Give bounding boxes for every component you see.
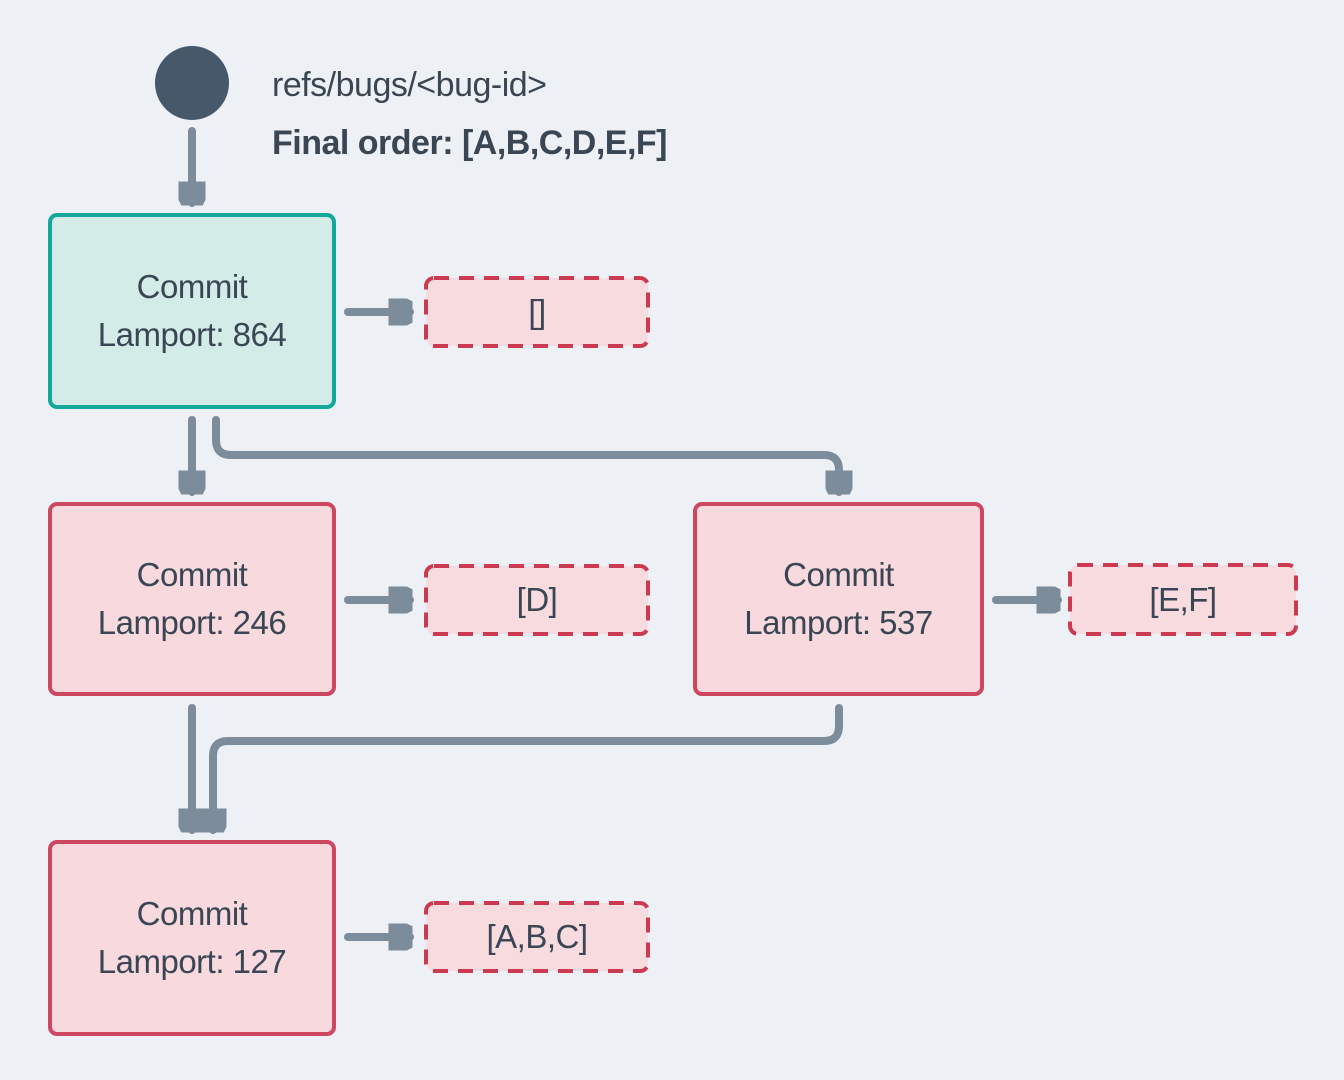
payload-node-abc: [A,B,C]: [424, 901, 650, 973]
dashed-border: [424, 276, 650, 348]
dashed-border: [1068, 563, 1298, 636]
branch-ref-label: refs/bugs/<bug-id>: [272, 66, 547, 104]
payload-node-empty: []: [424, 276, 650, 348]
commit-node-537: Commit Lamport: 537: [693, 502, 984, 696]
payload-label: [A,B,C]: [486, 918, 588, 955]
branch-ref-node-icon: [155, 46, 229, 120]
final-order-label: Final order: [A,B,C,D,E,F]: [272, 124, 668, 162]
commit-node-246: Commit Lamport: 246: [48, 502, 336, 696]
edge-commit-537-to-commit-127: [213, 704, 843, 834]
lamport-label: Lamport: 537: [744, 604, 933, 641]
dashed-border: [424, 564, 650, 636]
commit-title: Commit: [136, 268, 248, 305]
commit-node-864: Commit Lamport: 864: [48, 213, 336, 409]
payload-node-d: [D]: [424, 564, 650, 636]
lamport-label: Lamport: 246: [97, 604, 287, 641]
payload-label: [E,F]: [1149, 580, 1217, 618]
edge-commit-864-to-commit-537: [212, 416, 839, 496]
commit-title: Commit: [136, 556, 248, 593]
commit-title: Commit: [136, 895, 248, 932]
commit-title: Commit: [783, 556, 894, 593]
payload-label: []: [528, 293, 546, 330]
lamport-label: Lamport: 864: [97, 316, 287, 353]
lamport-label: Lamport: 127: [97, 943, 287, 980]
dashed-border: [424, 901, 650, 973]
commit-node-127: Commit Lamport: 127: [48, 840, 336, 1036]
payload-node-ef: [E,F]: [1068, 563, 1298, 636]
payload-label: [D]: [516, 581, 558, 618]
